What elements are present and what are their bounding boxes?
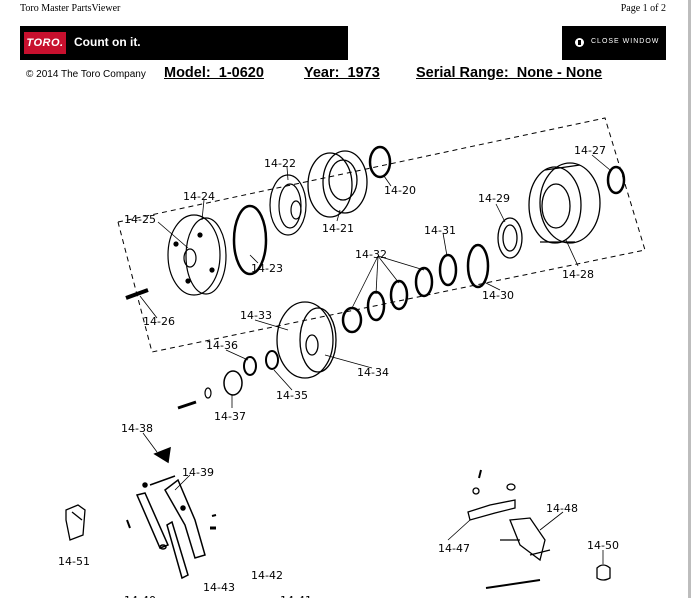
callout-14-40: 14-40 [124,594,156,598]
toro-logo: TORO. [24,32,66,54]
leader-lines [139,154,611,564]
app-title: Toro Master PartsViewer [20,3,121,14]
close-window-label: CLOSE WINDOW [591,38,660,45]
pulley-hub-part [167,214,227,296]
bracket-51-part [65,504,86,541]
clutch-drum-part [307,150,368,218]
callout-14-27: 14-27 [574,144,606,157]
brand-tagline: Count on it. [74,35,141,49]
callout-14-34: 14-34 [357,366,389,379]
callout-14-42: 14-42 [251,569,283,582]
callout-14-36: 14-36 [206,339,238,352]
callout-14-35: 14-35 [276,389,308,402]
callout-14-32: 14-32 [355,248,387,261]
callout-14-29: 14-29 [478,192,510,205]
callout-14-38: 14-38 [121,422,153,435]
callout-14-51: 14-51 [58,555,90,568]
bracket-47-48-part [467,469,551,589]
window-titlebar: Toro Master PartsViewer Page 1 of 2 [0,0,691,20]
washer-37-part [223,370,243,396]
brand-banner: TORO. Count on it. [20,26,348,60]
callout-14-24: 14-24 [183,190,215,203]
callout-14-22: 14-22 [264,157,296,170]
bearing-29-part [497,217,523,259]
cap-50-part [596,564,611,581]
parts-diagram: 14-22 14-20 14-21 14-24 14-25 14-23 14-2… [58,117,646,598]
ring-35-part [265,350,279,370]
model-label: Model: 1-0620 [164,65,264,81]
bolt-part [177,400,197,410]
lever-assembly-part [126,446,217,580]
ring-part [232,204,268,276]
close-window-button[interactable]: CLOSE WINDOW [562,26,666,60]
ring-set-32-part [341,255,434,334]
callout-14-31: 14-31 [424,224,456,237]
snap-ring-part [368,145,392,179]
callout-14-23: 14-23 [251,262,283,275]
scrollbar-edge [688,0,691,598]
callout-14-43: 14-43 [203,581,235,594]
bearing-part [269,174,307,236]
key-part [125,288,149,300]
callout-14-25: 14-25 [124,213,156,226]
callout-14-41: 14-41 [280,594,312,598]
callout-14-37: 14-37 [214,410,246,423]
callout-14-47: 14-47 [438,542,470,555]
ring-27-part [606,165,626,195]
ring-31-part [438,253,458,287]
hub-33-part [276,301,337,379]
copyright-text: © 2014 The Toro Company [26,69,146,80]
callout-14-48: 14-48 [546,502,578,515]
ring-30-part [466,243,490,289]
washer-36-part [243,356,257,376]
callout-14-50: 14-50 [587,539,619,552]
serial-range-label: Serial Range: None - None [416,65,603,81]
page-indicator: Page 1 of 2 [620,3,666,14]
callout-14-26: 14-26 [143,315,175,328]
close-icon [575,38,584,47]
nut-part [204,387,212,399]
callout-14-33: 14-33 [240,309,272,322]
callout-14-28: 14-28 [562,268,594,281]
callout-14-20: 14-20 [384,184,416,197]
large-drum-part [528,162,601,244]
callout-14-39: 14-39 [182,466,214,479]
callout-14-21: 14-21 [322,222,354,235]
callout-14-30: 14-30 [482,289,514,302]
year-label: Year: 1973 [304,65,380,81]
